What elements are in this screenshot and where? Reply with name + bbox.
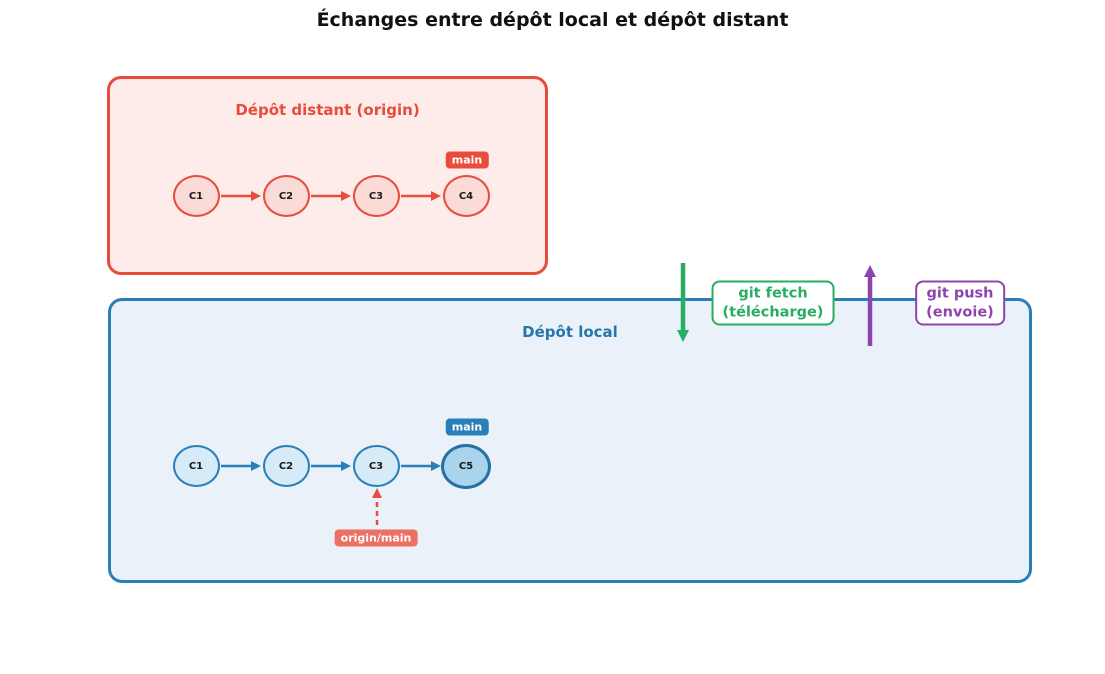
commit-label: C3 xyxy=(368,460,384,472)
origin-main-badge: origin/main xyxy=(334,529,418,547)
fetch-label-line1: git fetch xyxy=(738,285,808,302)
remote-commit-c4: C4 xyxy=(442,175,490,217)
remote-commit-c2: C2 xyxy=(262,175,310,217)
local-repo-title: Dépôt local xyxy=(522,323,618,341)
local-commit-c3: C3 xyxy=(352,445,400,487)
local-commit-c5: C5 xyxy=(441,443,491,489)
local-main-badge: main xyxy=(445,418,489,436)
commit-label: C1 xyxy=(188,190,204,202)
commit-label: C3 xyxy=(368,190,384,202)
fetch-label-line2: (télécharge) xyxy=(722,304,824,320)
push-label-line2: (envoie) xyxy=(926,304,994,320)
commit-label: C2 xyxy=(278,190,294,202)
fetch-label: git fetch (télécharge) xyxy=(711,280,835,326)
remote-commit-c3: C3 xyxy=(352,175,400,217)
remote-repo-title: Dépôt distant (origin) xyxy=(235,101,420,119)
commit-label: C4 xyxy=(458,190,474,202)
remote-main-badge: main xyxy=(445,151,489,169)
commit-label: C2 xyxy=(278,460,294,472)
diagram-title: Échanges entre dépôt local et dépôt dist… xyxy=(316,9,789,31)
local-commit-c2: C2 xyxy=(262,445,310,487)
local-repo-box: Dépôt local xyxy=(108,298,1032,583)
commit-label: C1 xyxy=(188,460,204,472)
local-commit-c1: C1 xyxy=(172,445,220,487)
push-label-line1: git push xyxy=(926,285,994,302)
push-label: git push (envoie) xyxy=(915,280,1005,326)
remote-commit-c1: C1 xyxy=(172,175,220,217)
commit-label: C5 xyxy=(458,460,474,472)
